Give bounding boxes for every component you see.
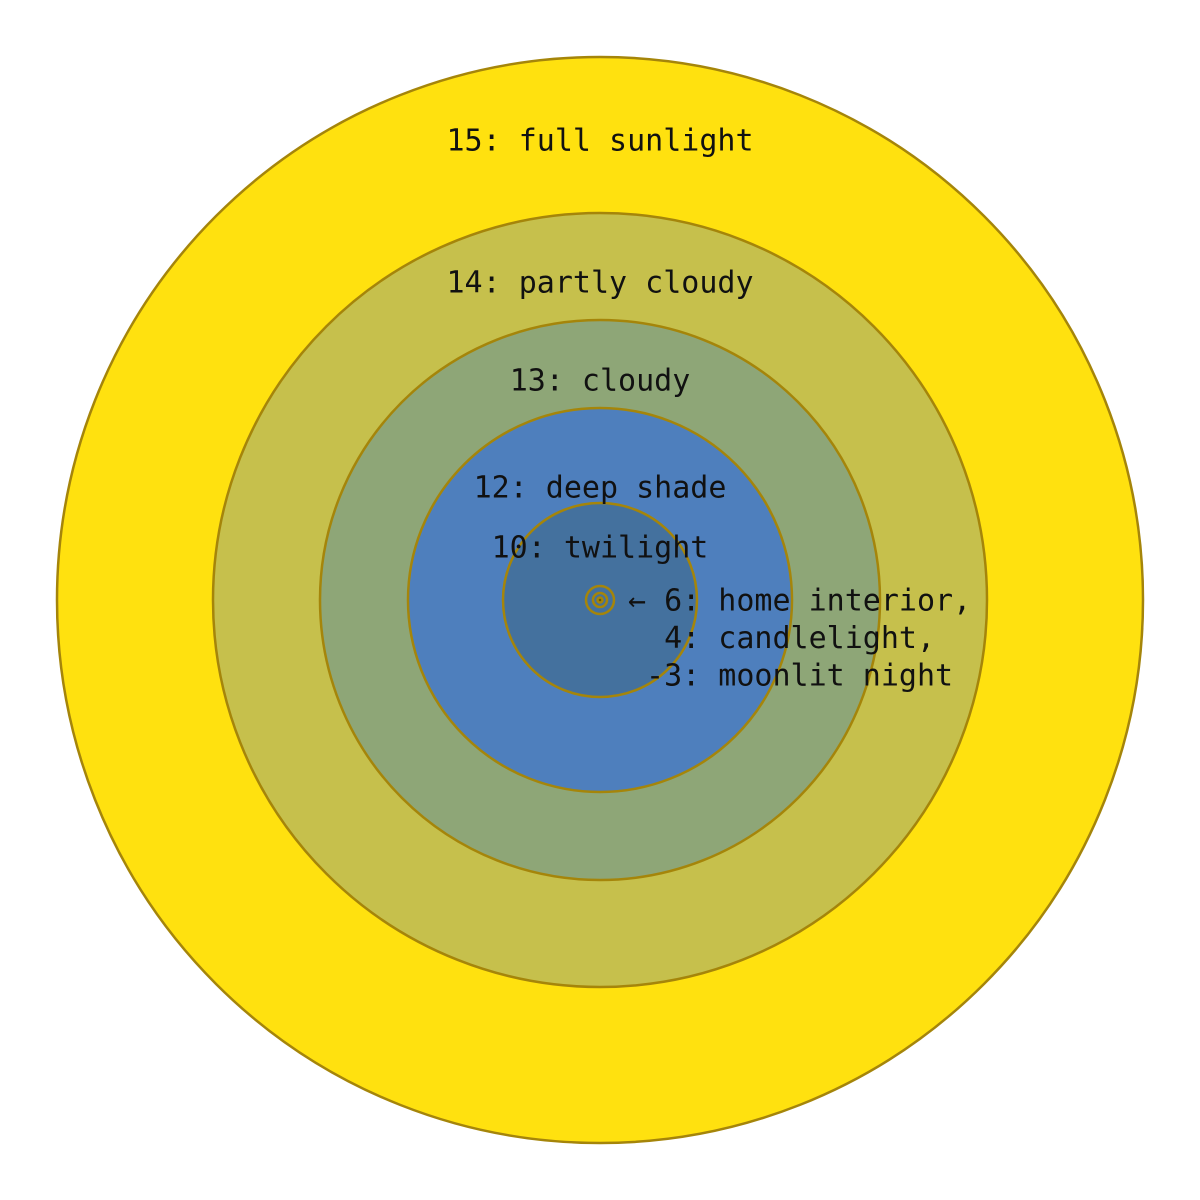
center-annotation-line-1: ← 6: home interior, bbox=[628, 584, 971, 619]
center-ring-ev--3 bbox=[596, 596, 604, 604]
ring-label-ev-14: 14: partly cloudy bbox=[446, 266, 753, 301]
ring-label-ev-12: 12: deep shade bbox=[474, 471, 727, 506]
center-annotation-line-2: 4: candlelight, bbox=[628, 621, 935, 656]
ring-label-ev-10: 10: twilight bbox=[492, 531, 709, 566]
center-annotation-line-3: -3: moonlit night bbox=[628, 659, 953, 694]
center-ring-ev-4 bbox=[591, 591, 609, 609]
ring-label-ev-13: 13: cloudy bbox=[510, 364, 691, 399]
ring-label-ev-15: 15: full sunlight bbox=[446, 124, 753, 159]
center-ring-ev-6 bbox=[584, 584, 616, 616]
